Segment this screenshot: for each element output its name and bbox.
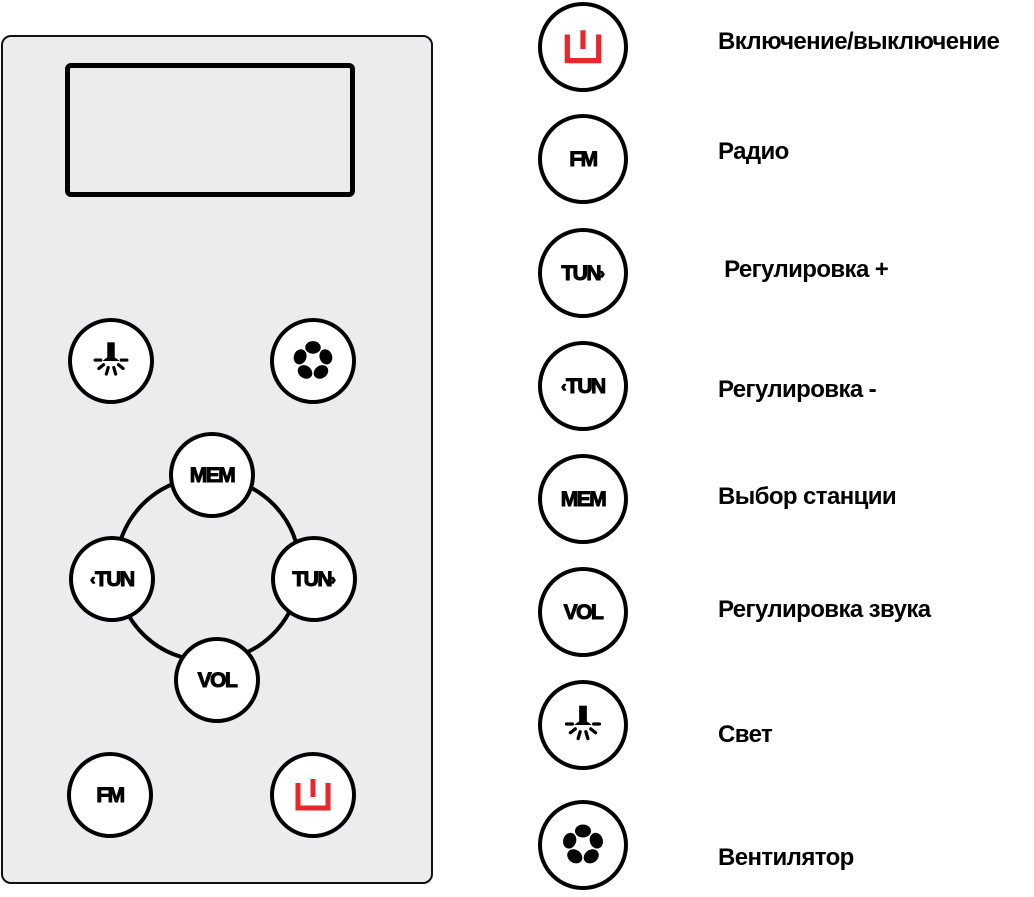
mem-button[interactable]: MEM bbox=[169, 432, 255, 518]
chevron-left-icon: ‹ bbox=[90, 571, 96, 587]
legend-tun-minus-button: ‹ TUN bbox=[538, 341, 628, 431]
light-button[interactable] bbox=[68, 318, 154, 404]
fm-label: FM bbox=[96, 783, 126, 807]
chevron-right-icon: › bbox=[599, 265, 605, 281]
fan-icon bbox=[553, 815, 613, 875]
power-icon bbox=[291, 773, 335, 817]
fan-button[interactable] bbox=[270, 318, 356, 404]
legend-vol-button: VOL bbox=[538, 567, 628, 657]
legend-label-tune-minus: Регулировка - bbox=[718, 376, 877, 403]
chevron-left-icon: ‹ bbox=[561, 378, 567, 394]
vol-label: VOL bbox=[197, 668, 238, 692]
chevron-right-icon: › bbox=[330, 571, 336, 587]
legend-tun-plus-text: TUN bbox=[561, 261, 602, 285]
legend-label-tune-plus: Регулировка + bbox=[718, 256, 889, 283]
legend-mem-button: MEM bbox=[538, 454, 628, 544]
tun-plus-label: TUN bbox=[292, 567, 333, 591]
legend-vol-text: VOL bbox=[563, 600, 604, 624]
legend-tun-plus-button: TUN › bbox=[538, 228, 628, 318]
legend-fm-button: FM bbox=[538, 114, 628, 204]
legend-tun-minus-text: TUN bbox=[566, 374, 607, 398]
vol-button[interactable]: VOL bbox=[174, 637, 260, 723]
tun-plus-button[interactable]: TUN › bbox=[271, 536, 357, 622]
legend-label-station: Выбор станции bbox=[718, 483, 897, 510]
display-screen bbox=[65, 63, 355, 197]
power-button[interactable] bbox=[270, 752, 356, 838]
legend-mem-text: MEM bbox=[560, 487, 607, 511]
light-bulb-icon bbox=[554, 696, 612, 754]
fan-icon bbox=[284, 332, 342, 390]
legend-label-radio: Радио bbox=[718, 138, 789, 165]
legend-power-button bbox=[538, 2, 628, 92]
tun-minus-label: TUN bbox=[95, 567, 136, 591]
legend-light-button bbox=[538, 680, 628, 770]
legend-label-light: Свет bbox=[718, 721, 773, 748]
fm-button[interactable]: FM bbox=[67, 752, 153, 838]
legend-fan-button bbox=[538, 800, 628, 890]
power-icon bbox=[560, 24, 606, 70]
tun-minus-button[interactable]: ‹ TUN bbox=[69, 536, 155, 622]
mem-label: MEM bbox=[189, 463, 236, 487]
legend-fm-text: FM bbox=[569, 147, 599, 171]
legend-label-power: Включение/выключение bbox=[718, 28, 1000, 55]
light-bulb-icon bbox=[83, 333, 139, 389]
legend-label-fan: Вентилятор bbox=[718, 844, 854, 871]
legend-label-volume: Регулировка звука bbox=[718, 596, 931, 623]
